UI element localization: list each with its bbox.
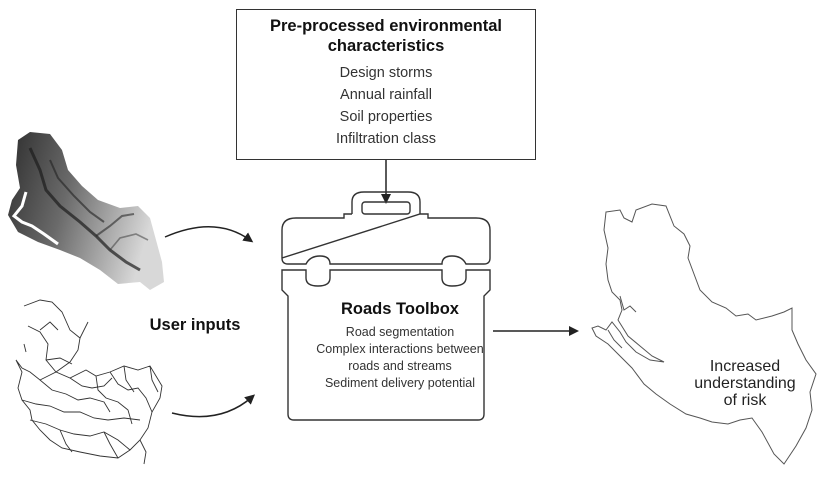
output-label-line: understanding bbox=[694, 375, 796, 392]
list-item: roads and streams bbox=[348, 359, 452, 373]
arrow-roads-to-toolbox bbox=[171, 394, 256, 418]
road-network-map bbox=[15, 299, 163, 465]
preprocessed-box-title: Pre-processed environmental characterist… bbox=[236, 16, 536, 56]
output-label: Increased understanding of risk bbox=[690, 358, 800, 409]
list-item: Infiltration class bbox=[336, 131, 436, 147]
preprocessed-title-line1: Pre-processed environmental bbox=[270, 17, 502, 35]
output-label-line: Increased bbox=[709, 358, 781, 375]
elevation-map bbox=[8, 132, 164, 290]
user-inputs-label: User inputs bbox=[149, 316, 241, 334]
toolbox-items-list: Road segmentation Complex interactions b… bbox=[284, 324, 516, 392]
toolbox-title: Roads Toolbox bbox=[341, 300, 459, 318]
toolbox-icon bbox=[281, 191, 491, 421]
list-item: Complex interactions between bbox=[316, 342, 484, 356]
arrow-elevation-to-toolbox bbox=[164, 226, 254, 243]
list-item: Annual rainfall bbox=[340, 87, 432, 103]
output-label-line: of risk bbox=[723, 392, 767, 409]
list-item: Sediment delivery potential bbox=[324, 376, 476, 390]
list-item: Road segmentation bbox=[345, 325, 455, 339]
preprocessed-characteristics-box bbox=[236, 9, 536, 160]
list-item: Soil properties bbox=[339, 109, 433, 125]
list-item: Design storms bbox=[339, 65, 433, 81]
preprocessed-items-list: Design storms Annual rainfall Soil prope… bbox=[236, 62, 536, 150]
watershed-outline-map bbox=[591, 203, 817, 465]
preprocessed-title-line2: characteristics bbox=[327, 37, 445, 55]
